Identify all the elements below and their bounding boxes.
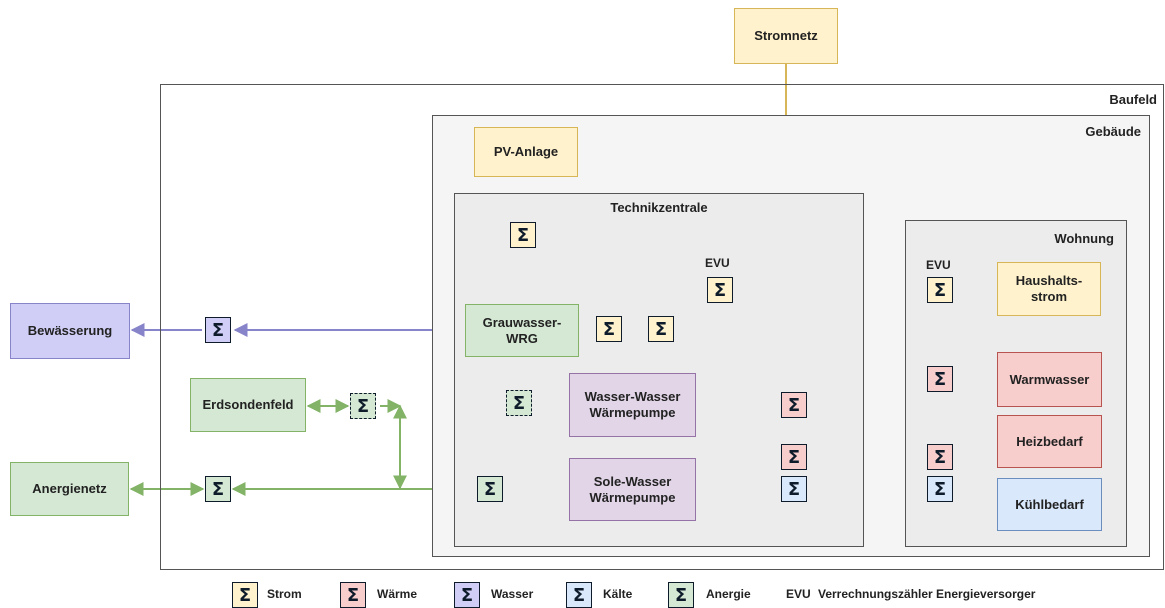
meter-grauwasser-icon: Σ (506, 390, 532, 416)
legend-wasser-label: Wasser (491, 587, 534, 601)
stromnetz-node: Stromnetz (734, 8, 838, 64)
technikzentrale-label: Technikzentrale (610, 200, 708, 215)
legend-kaelte-label: Kälte (603, 587, 633, 601)
anergienetz-node: Anergienetz (10, 462, 129, 516)
meter-pv-icon: Σ (510, 222, 536, 248)
wasser-wasser-waermepumpe-node: Wasser-Wasser Wärmepumpe (569, 373, 696, 437)
grauwasser-wrg-node: Grauwasser- WRG (465, 304, 579, 357)
meter-evu-central-icon: Σ (707, 277, 733, 303)
meter-sole-icon: Σ (477, 476, 503, 502)
legend-strom-label: Strom (267, 587, 302, 601)
meter-warmwasser-icon: Σ (927, 366, 953, 392)
erdsondenfeld-node: Erdsondenfeld (190, 378, 306, 432)
meter-strom-2-icon: Σ (648, 316, 674, 342)
legend-anergie-icon: Σ (668, 582, 694, 608)
haushaltsstrom-node: Haushalts- strom (997, 262, 1101, 316)
meter-erdsonde-icon: Σ (350, 393, 376, 419)
evu-central-label: EVU (705, 256, 730, 270)
legend-evu-desc: Verrechnungszähler Energieversorger (818, 587, 1036, 601)
gebaeude-label: Gebäude (1085, 124, 1141, 139)
baufeld-frame: Baufeld (160, 84, 1164, 570)
meter-waerme-ww-icon: Σ (781, 392, 807, 418)
meter-strom-1-icon: Σ (596, 316, 622, 342)
legend-evu-abbr: EVU (786, 587, 811, 601)
legend-strom-icon: Σ (232, 582, 258, 608)
legend-waerme-label: Wärme (377, 587, 418, 601)
heizbedarf-node: Heizbedarf (997, 415, 1102, 468)
kuehlbedarf-node: Kühlbedarf (997, 478, 1102, 531)
baufeld-label: Baufeld (1109, 92, 1157, 107)
legend-kaelte-icon: Σ (566, 582, 592, 608)
warmwasser-node: Warmwasser (997, 352, 1102, 407)
wohnung-label: Wohnung (1054, 231, 1114, 246)
bewaesserung-node: Bewässerung (10, 303, 130, 359)
meter-anergienetz-icon: Σ (205, 476, 231, 502)
meter-heizbedarf-icon: Σ (927, 444, 953, 470)
meter-kaelte-icon: Σ (781, 476, 807, 502)
legend-wasser-icon: Σ (454, 582, 480, 608)
meter-kuehlbedarf-icon: Σ (927, 476, 953, 502)
meter-evu-wohnung-icon: Σ (927, 277, 953, 303)
legend-waerme-icon: Σ (340, 582, 366, 608)
legend-anergie-label: Anergie (706, 587, 751, 601)
meter-wasser-icon: Σ (205, 317, 231, 343)
meter-waerme-heiz-icon: Σ (781, 444, 807, 470)
sole-wasser-waermepumpe-node: Sole-Wasser Wärmepumpe (569, 458, 696, 521)
pv-anlage-node: PV-Anlage (474, 127, 578, 177)
evu-wohnung-label: EVU (926, 258, 951, 272)
